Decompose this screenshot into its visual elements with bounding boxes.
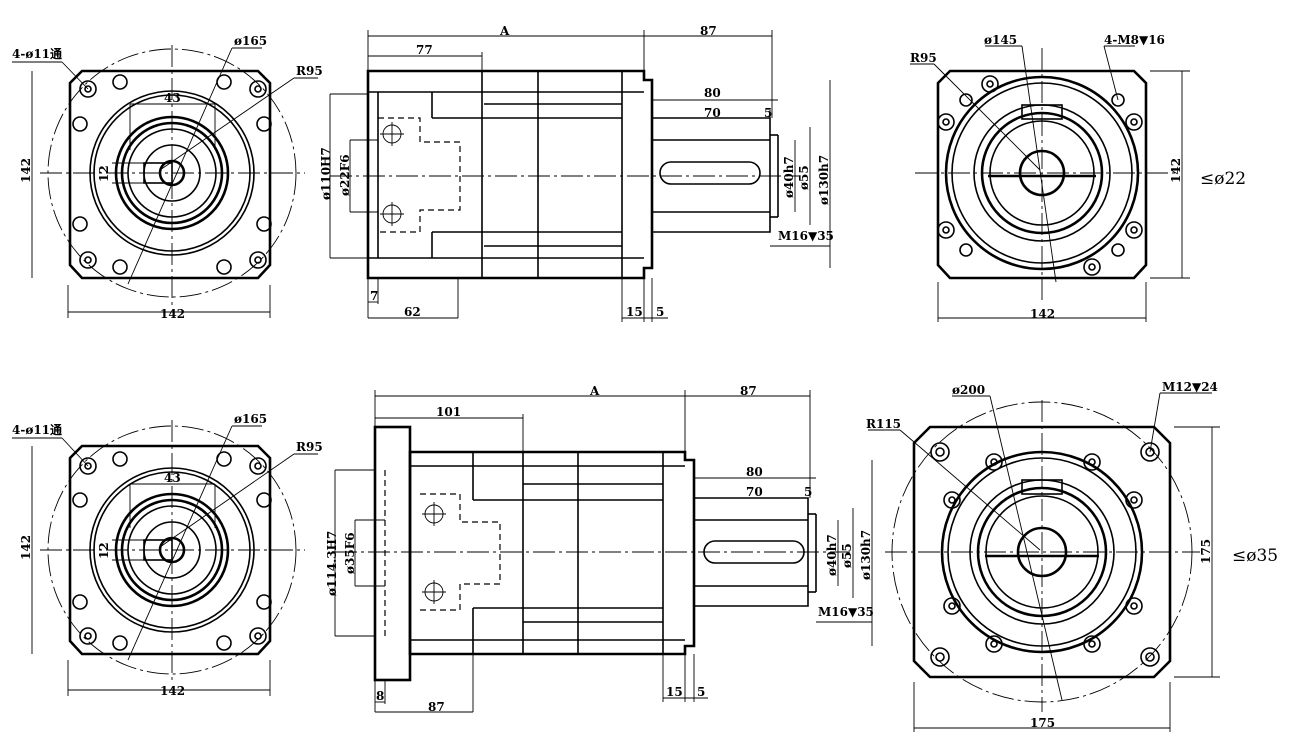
label-shaft-70: 70 (746, 485, 763, 499)
label-shaft-len: 87 (700, 24, 717, 38)
label-shaft-len: 87 (740, 384, 757, 398)
label-d5: 5 (697, 685, 705, 699)
label-radius: R95 (296, 64, 323, 78)
label-holes: 4-ø11通 (12, 422, 62, 437)
label-pilot: ø130h7 (859, 530, 873, 580)
label-t8: 8 (376, 689, 384, 703)
label-radius: R95 (296, 440, 323, 454)
label-flange-depth: 101 (436, 405, 461, 419)
label-bore: ø110H7 (319, 147, 333, 200)
label-input-bore: ø35F6 (343, 532, 357, 574)
label-key-width: 43 (164, 91, 181, 105)
label-pilot: ø130h7 (817, 155, 831, 205)
label-t7: 7 (370, 289, 378, 303)
label-tap: M12▼24 (1162, 380, 1218, 394)
top-left-flange-view: 4-ø11通 ø165 R95 43 12 142 142 (12, 34, 323, 321)
label-shaft-5: 5 (764, 106, 772, 120)
label-bore: ø114.3H7 (325, 531, 339, 596)
label-shaft-80: 80 (746, 465, 763, 479)
top-side-view: A 87 77 80 70 5 ø110H7 ø22F6 ø40h7 ø55 ø… (319, 24, 834, 322)
label-d5: 5 (656, 305, 664, 319)
label-pcd: ø165 (234, 412, 267, 426)
label-width: 175 (1030, 716, 1055, 730)
bottom-left-flange-view: 4-ø11通 ø165 R95 43 12 142 142 (12, 412, 323, 698)
label-shaft-70: 70 (704, 106, 721, 120)
label-key-width: 43 (164, 471, 181, 485)
bottom-side-view: A 87 101 80 70 5 ø114.3H7 ø35F6 ø40h7 ø5… (325, 384, 874, 714)
label-height: 175 (1199, 539, 1213, 564)
label-height: 142 (1169, 158, 1183, 183)
label-pcd: ø145 (984, 33, 1017, 47)
label-holes: 4-ø11通 (12, 46, 62, 61)
label-shaft-d: ø40h7 (782, 156, 796, 198)
label-key-height: 12 (97, 542, 111, 559)
label-shaft-d2: ø55 (797, 165, 811, 190)
label-height: 142 (19, 535, 33, 560)
label-d87: 87 (428, 700, 445, 714)
label-flange-depth: 77 (416, 43, 433, 57)
label-width: 142 (160, 307, 185, 321)
label-d15: 15 (666, 685, 683, 699)
label-shaft-d: ø40h7 (825, 534, 839, 576)
label-max-input: ≤ø35 (1232, 546, 1278, 566)
label-key-height: 12 (97, 165, 111, 182)
label-tap: 4-M8▼16 (1104, 33, 1165, 47)
label-input-bore: ø22F6 (338, 154, 352, 196)
label-height: 142 (19, 158, 33, 183)
label-width: 142 (1030, 307, 1055, 321)
label-overall: A (499, 24, 510, 38)
label-shaft-5: 5 (804, 485, 812, 499)
label-tap: M16▼35 (818, 605, 874, 619)
label-pcd: ø200 (952, 383, 985, 397)
label-overall: A (589, 384, 600, 398)
top-right-face-view: R95 ø145 4-M8▼16 142 142 ≤ø22 (910, 33, 1246, 322)
bottom-right-face-view: R115 ø200 M12▼24 175 175 ≤ø35 (866, 380, 1278, 732)
label-pcd: ø165 (234, 34, 267, 48)
label-width: 142 (160, 684, 185, 698)
label-radius: R115 (866, 417, 901, 431)
label-d15: 15 (626, 305, 643, 319)
label-shaft-80: 80 (704, 86, 721, 100)
label-shaft-d2: ø55 (840, 543, 854, 568)
label-tap: M16▼35 (778, 229, 834, 243)
label-d62: 62 (404, 305, 421, 319)
label-radius: R95 (910, 51, 937, 65)
label-max-input: ≤ø22 (1200, 169, 1246, 189)
